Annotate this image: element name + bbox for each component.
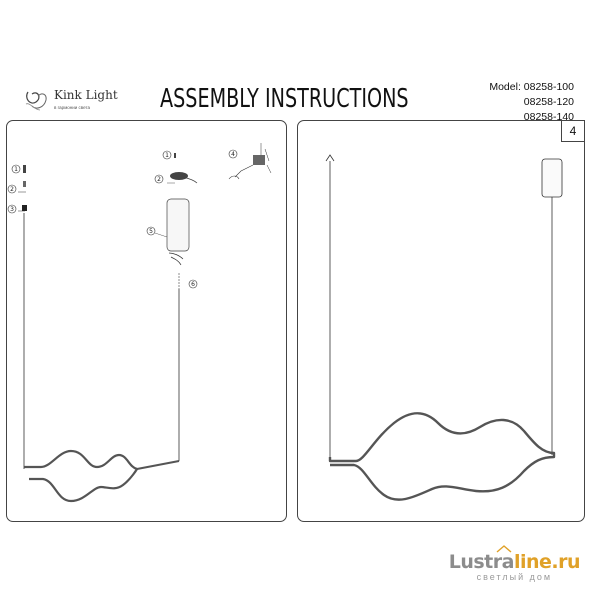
assembled-lamp-diagram xyxy=(325,154,563,501)
kink-light-logo-icon xyxy=(25,91,47,111)
lamp-body xyxy=(24,449,139,503)
watermark-tagline: светлый дом xyxy=(476,572,553,582)
canopy-step: 5 xyxy=(146,198,190,266)
step-1-label: 1 xyxy=(14,166,18,173)
watermark-logo: Lustraline.ru светлый дом xyxy=(448,545,581,582)
brand-tagline: в гармонии света xyxy=(54,105,91,110)
brand-logo: Kink Light в гармонии света xyxy=(20,84,150,120)
step-6-label: 6 xyxy=(191,281,195,288)
assembly-panel-steps: 1 2 3 1 2 xyxy=(6,120,287,522)
model-list: Model: 08258-100 08258-120 08258-140 xyxy=(489,80,574,125)
watermark-brand-part2: line.ru xyxy=(513,551,581,573)
wiring-step: 4 xyxy=(228,143,272,180)
step-number-badge: 4 xyxy=(561,120,585,142)
watermark-brand-part1: Lustra xyxy=(448,551,515,573)
step-5-label: 5 xyxy=(149,228,153,235)
bracket-icon xyxy=(22,205,27,211)
hand-icon xyxy=(228,175,240,180)
left-mount-icon xyxy=(325,154,335,162)
lamp-body xyxy=(328,412,556,501)
terminal-block-icon xyxy=(253,155,265,165)
assembly-panel-result: 4 xyxy=(297,120,585,522)
canopy-icon xyxy=(166,198,190,252)
wall-plug-icon xyxy=(23,165,26,173)
step-1-label-top: 1 xyxy=(165,152,169,159)
step-3-marker: 3 xyxy=(7,204,27,214)
step-2-marker: 2 xyxy=(7,181,26,194)
step-2-label-top: 2 xyxy=(157,176,161,183)
mounting-plate-icon xyxy=(170,172,188,180)
model-number: 08258-120 xyxy=(523,96,574,108)
screw-icon xyxy=(23,181,26,187)
hand-icon xyxy=(168,252,184,266)
watermark-brand: Lustraline.ru xyxy=(448,551,581,573)
lamp-arm xyxy=(136,460,180,470)
step-1-marker: 1 xyxy=(11,164,26,174)
brand-name: Kink Light xyxy=(54,88,118,102)
roof-icon xyxy=(496,545,512,553)
step-2-label: 2 xyxy=(10,186,14,193)
assembly-diagram-steps: 1 2 3 1 2 xyxy=(7,143,272,503)
ceiling-bracket-step: 1 2 xyxy=(154,150,198,184)
canopy-icon xyxy=(541,158,563,198)
step-3-label: 3 xyxy=(10,206,14,213)
adjust-height-step: 6 xyxy=(178,273,198,289)
step-4-label-top: 4 xyxy=(231,151,235,158)
page-title: ASSEMBLY INSTRUCTIONS xyxy=(160,84,409,114)
model-label: Model: 08258-100 xyxy=(489,81,574,93)
